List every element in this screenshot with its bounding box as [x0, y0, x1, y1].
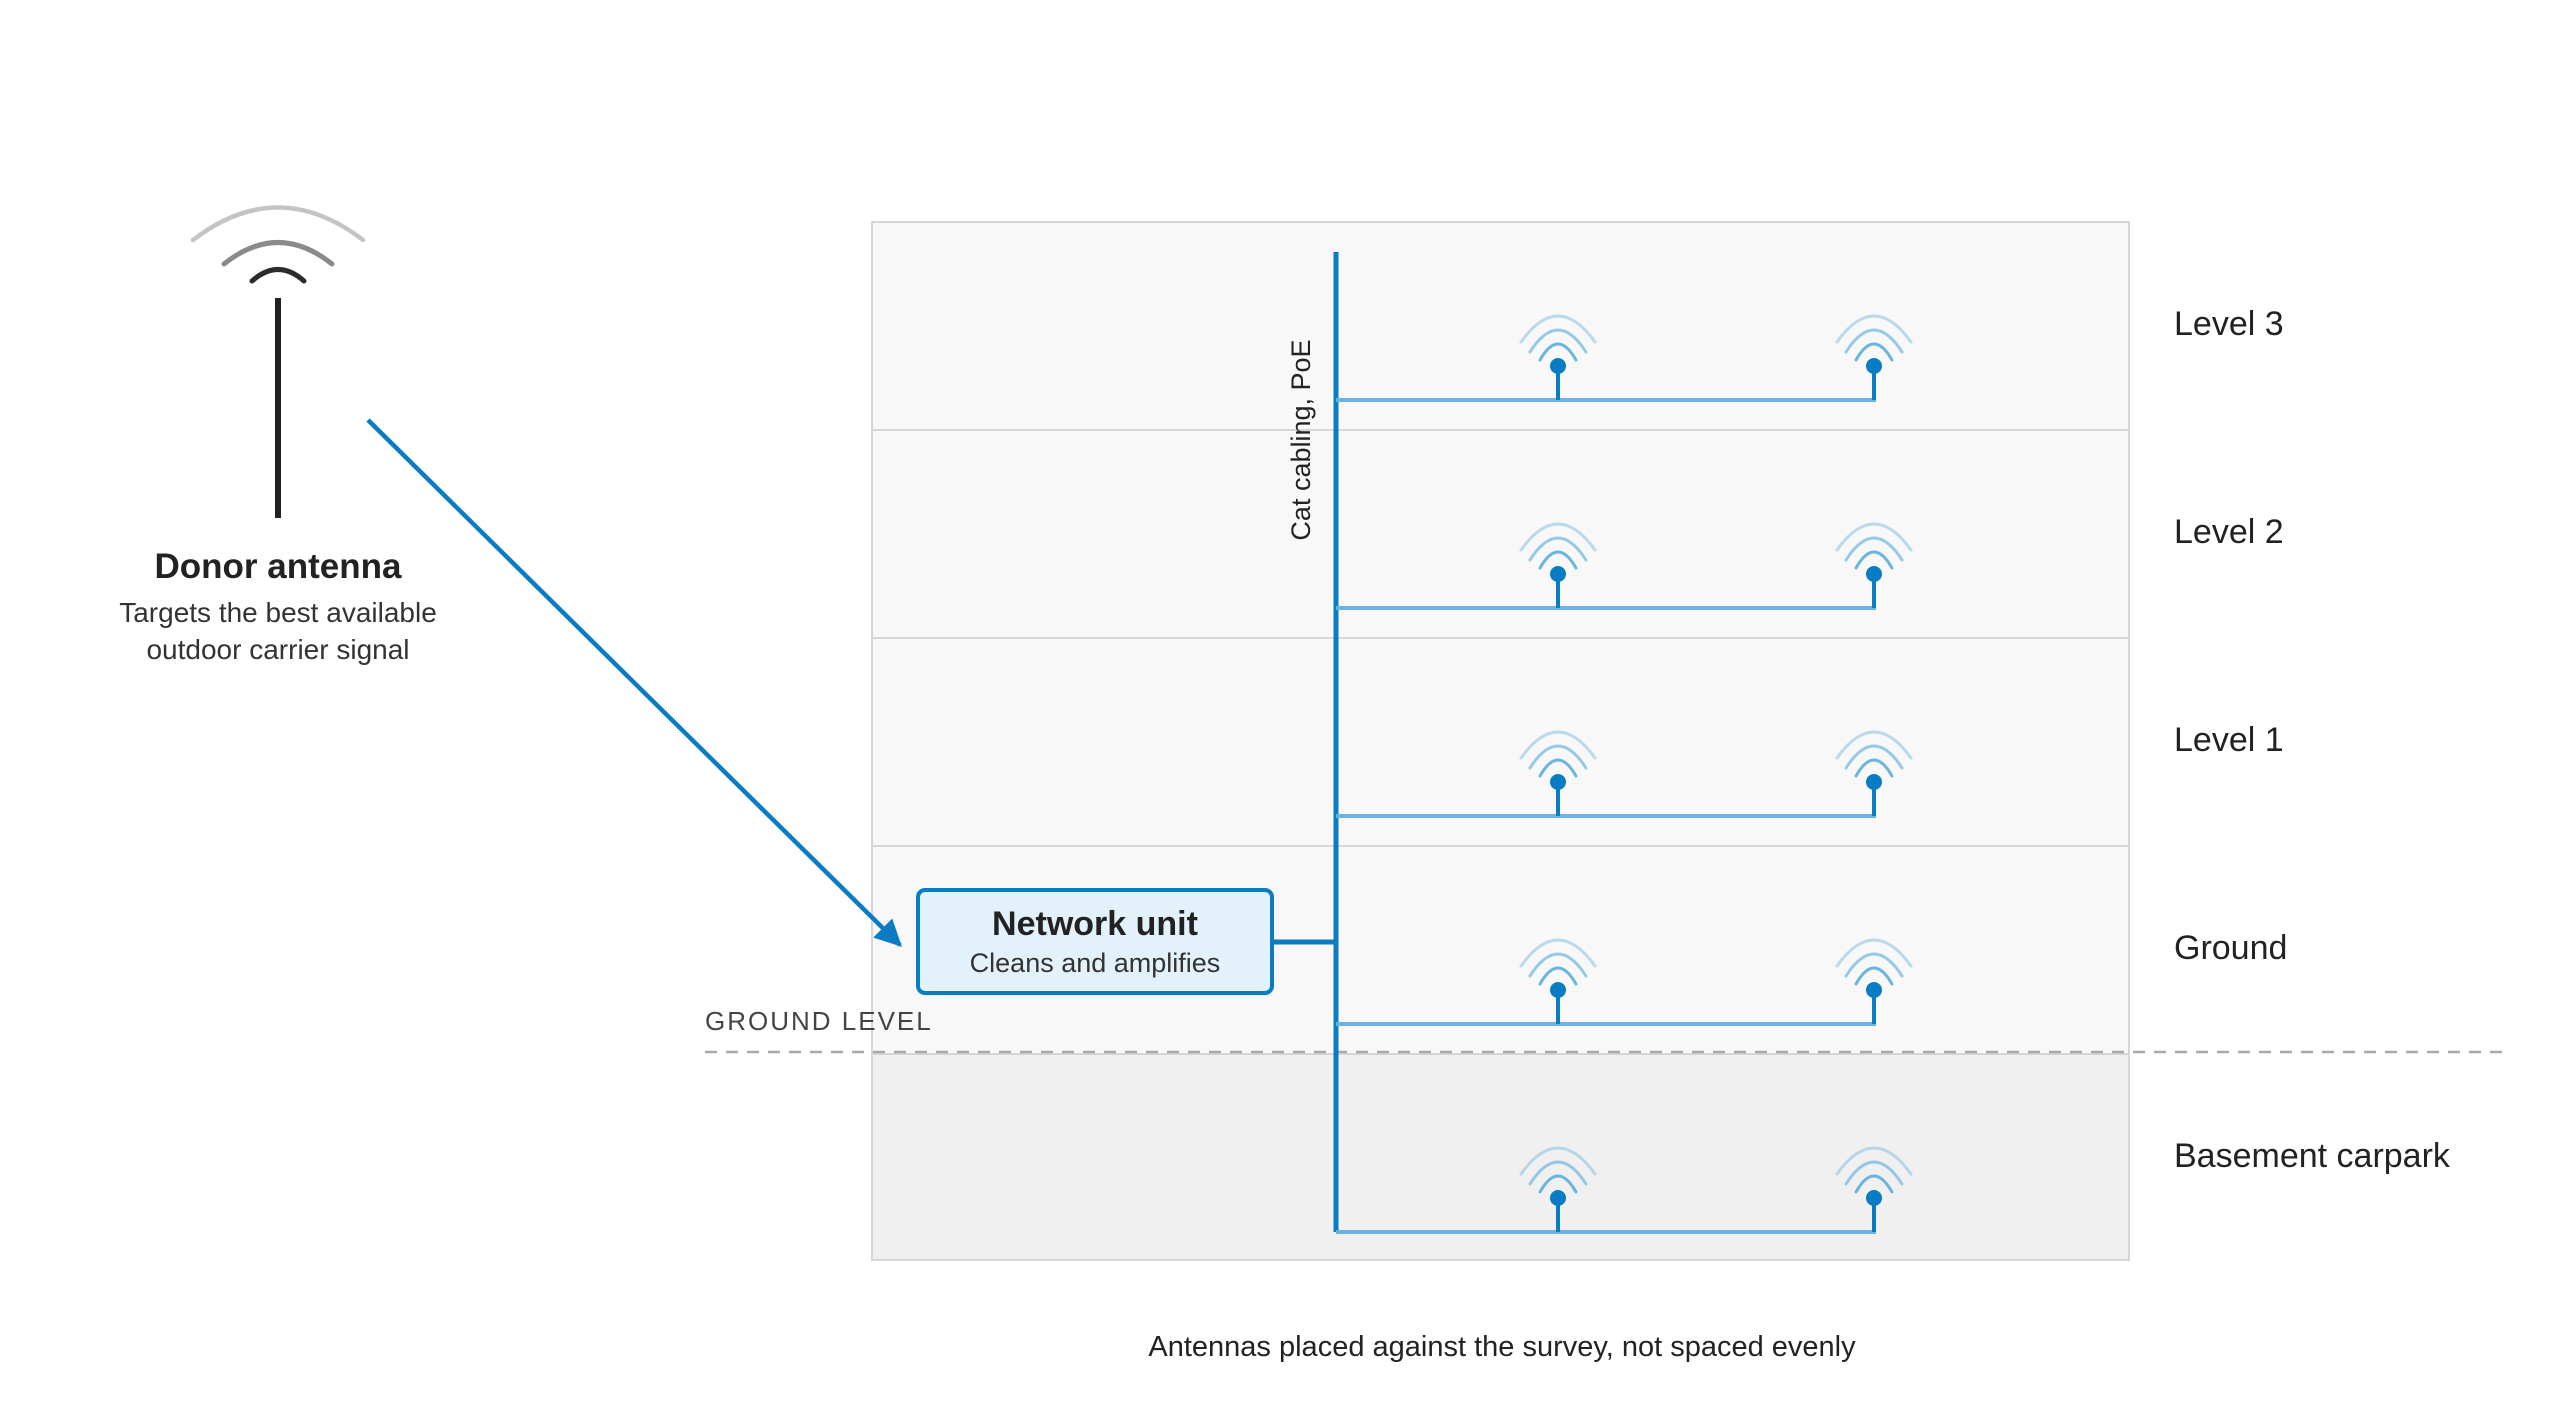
indoor-antenna-icon [1835, 314, 1913, 400]
floor-label-ground: Ground [2174, 929, 2287, 967]
floor-level-1 [871, 637, 2130, 847]
indoor-antenna-icon [1519, 522, 1597, 608]
network-unit-title: Network unit [992, 905, 1198, 943]
floor-label-level-3: Level 3 [2174, 305, 2284, 343]
floor-label-basement: Basement carpark [2174, 1137, 2451, 1175]
ground-level-label: GROUND LEVEL [705, 1006, 933, 1036]
indoor-antenna-icon [1519, 314, 1597, 400]
building [871, 221, 2130, 1261]
indoor-antenna-icon [1835, 522, 1913, 608]
indoor-antenna-icon [1835, 730, 1913, 816]
floor-basement [871, 1053, 2130, 1261]
indoor-antenna-icon [1519, 730, 1597, 816]
network-unit-subtitle: Cleans and amplifies [970, 948, 1221, 978]
network-unit: Network unit Cleans and amplifies [916, 888, 1274, 995]
floor-level-2 [871, 429, 2130, 639]
indoor-antenna-icon [1835, 1146, 1913, 1232]
indoor-antenna-icon [1519, 938, 1597, 1024]
floor-label-level-1: Level 1 [2174, 721, 2284, 759]
cable-label: Cat cabling, PoE [1286, 339, 1316, 540]
donor-antenna-icon [190, 205, 366, 518]
donor-link-arrow [366, 418, 902, 947]
donor-antenna-subtitle-line1: Targets the best available [119, 597, 437, 628]
caption: Antennas placed against the survey, not … [1148, 1331, 1856, 1363]
indoor-antenna-icon [1519, 1146, 1597, 1232]
antenna-branches [1336, 314, 1913, 1234]
donor-antenna-title: Donor antenna [155, 547, 402, 586]
floor-label-level-2: Level 2 [2174, 513, 2284, 551]
floor-level-3 [871, 221, 2130, 431]
donor-antenna-subtitle-line2: outdoor carrier signal [146, 634, 409, 665]
indoor-antenna-icon [1835, 938, 1913, 1024]
